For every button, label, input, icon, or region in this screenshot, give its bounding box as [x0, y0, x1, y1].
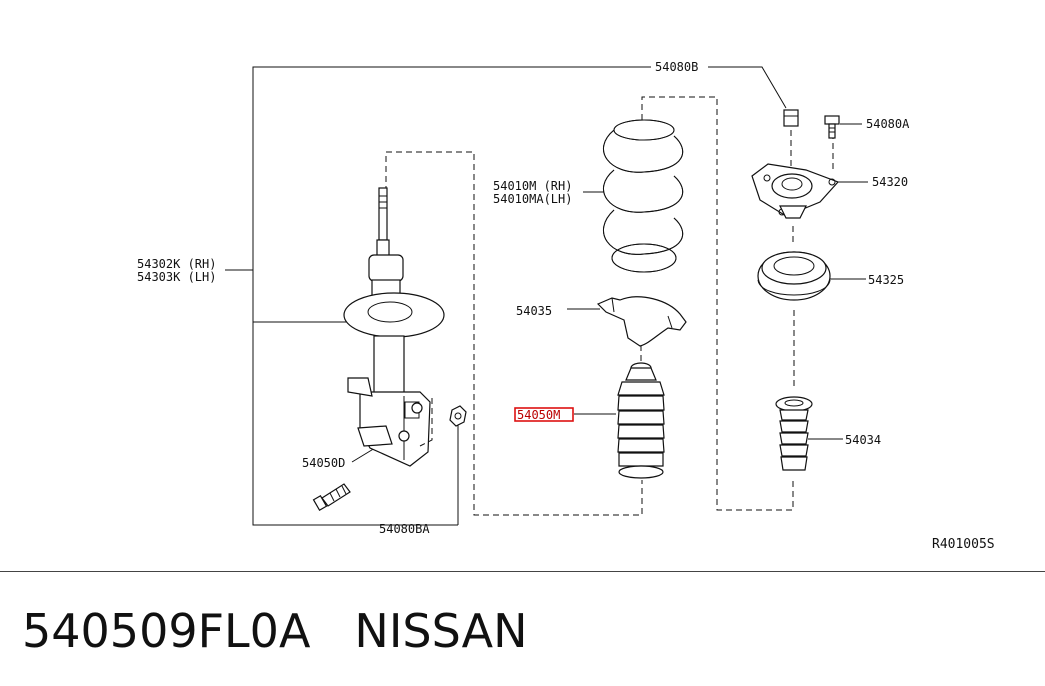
- label-54303K: 54303K (LH): [137, 270, 216, 284]
- bearing-seat: [757, 251, 831, 301]
- label-54010M: 54010M (RH): [493, 179, 572, 193]
- label-54080BA: 54080BA: [379, 522, 430, 536]
- label-54035: 54035: [516, 304, 552, 318]
- footer-divider: [0, 571, 1045, 572]
- label-54050D: 54050D: [302, 456, 345, 470]
- strut-assembly: [343, 187, 445, 467]
- label-54320: 54320: [872, 175, 908, 189]
- dust-boot: [617, 362, 665, 479]
- label-54080A: 54080A: [866, 117, 910, 131]
- brand-name: NISSAN: [354, 604, 528, 658]
- footer-part-info: 540509FL0A NISSAN: [22, 596, 528, 666]
- bolt-54080A: [824, 115, 840, 139]
- bolt-54050D: [312, 483, 351, 512]
- label-54080B: 54080B: [655, 60, 698, 74]
- nut-54080B: [783, 109, 799, 127]
- label-54302K: 54302K (RH): [137, 257, 216, 271]
- flange-nut-54080BA: [449, 405, 467, 427]
- label-54050M[interactable]: 54050M: [517, 408, 560, 422]
- callout-labels: 54080B 54080A 54320 54010M (RH) 54010MA(…: [137, 60, 995, 552]
- assembly-dashed-outlines: [385, 96, 834, 516]
- bound-bumper: [775, 396, 813, 471]
- label-54325: 54325: [868, 273, 904, 287]
- spring-seat-rubber: [596, 296, 687, 347]
- figure-code: R401005S: [932, 537, 995, 552]
- strut-mount: [751, 163, 840, 219]
- label-54034: 54034: [845, 433, 881, 447]
- exploded-parts-diagram: 54080B 54080A 54320 54010M (RH) 54010MA(…: [137, 60, 995, 552]
- highlight-box: [514, 407, 574, 422]
- coil-spring: [602, 119, 684, 273]
- label-54010MA: 54010MA(LH): [493, 192, 572, 206]
- part-number: 540509FL0A: [22, 604, 311, 658]
